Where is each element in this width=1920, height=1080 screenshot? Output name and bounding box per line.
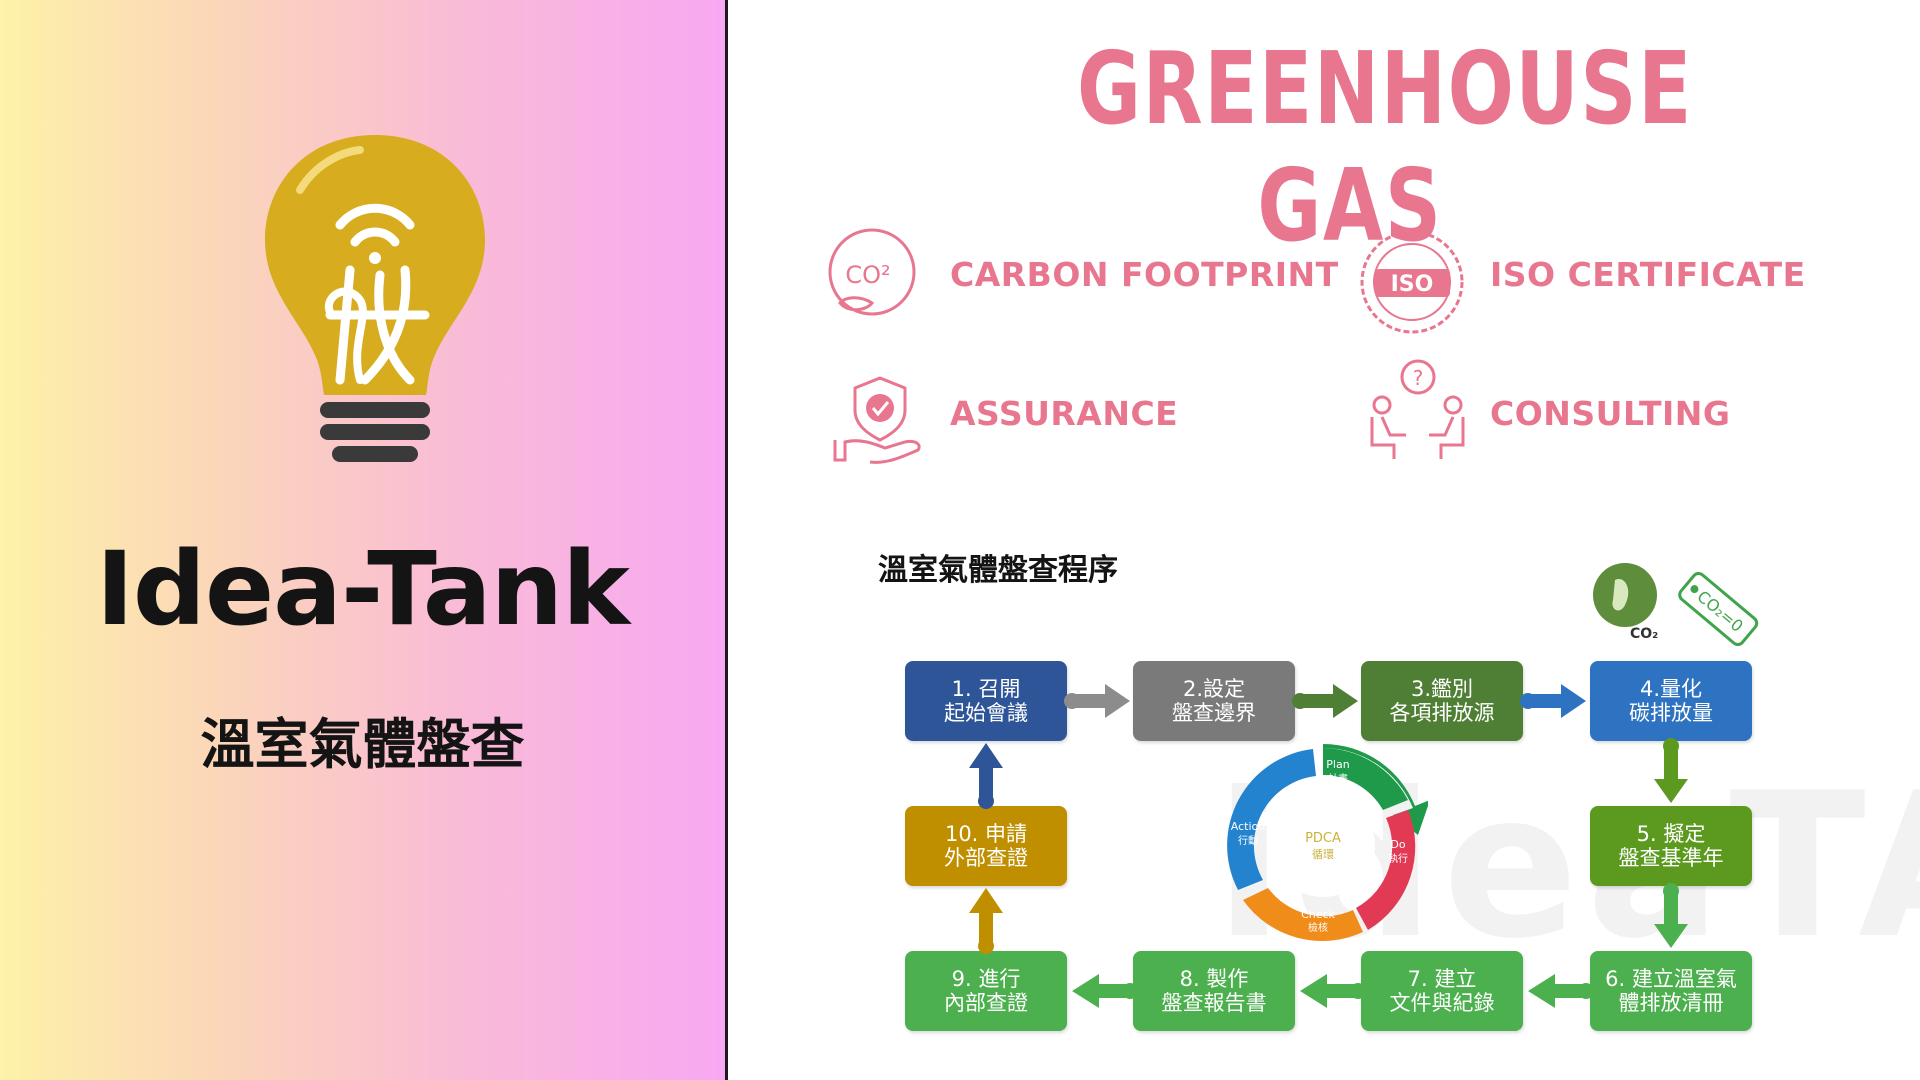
step-5: 5. 擬定盤查基準年	[1590, 806, 1752, 886]
svg-text:?: ?	[1413, 366, 1424, 390]
step-10: 10. 申請外部查證	[905, 806, 1067, 886]
co2-badge-icons: CO₂ CO₂=0	[1593, 563, 1759, 646]
service-iso-certificate: ISO CERTIFICATE	[1490, 255, 1806, 294]
pdca-check-sub: 檢核	[1308, 921, 1328, 934]
service-carbon-footprint: CARBON FOOTPRINT	[950, 255, 1339, 294]
pdca-do-sub: 執行	[1388, 852, 1408, 865]
pdca-check-label: Check	[1301, 908, 1335, 921]
pdca-plan-label: Plan	[1326, 758, 1349, 771]
panel-divider	[725, 0, 728, 1080]
process-title: 溫室氣體盤查程序	[878, 553, 1118, 588]
arrow-3-4	[1520, 684, 1586, 718]
page-title: GREENHOUSE GAS	[1077, 30, 1693, 264]
consulting-people-icon: ?	[1370, 359, 1465, 459]
co2-cloud-icon: CO²	[828, 228, 916, 316]
iso-seal-icon: ISO	[1360, 230, 1464, 334]
step-2: 2.設定盤查邊界	[1133, 661, 1295, 741]
step-3: 3.鑑別各項排放源	[1361, 661, 1523, 741]
step-1: 1. 召開起始會議	[905, 661, 1067, 741]
pdca-do-label: Do	[1390, 838, 1405, 851]
co2-tag-text: CO₂=0	[1693, 587, 1746, 636]
pdca-action-label: Action	[1231, 820, 1265, 833]
pdca-action-sub: 行動	[1238, 834, 1258, 847]
pdca-center-sub: 循環	[1312, 848, 1334, 861]
brand-name: Idea-Tank	[95, 530, 630, 649]
step-9: 9. 進行內部查證	[905, 951, 1067, 1031]
service-assurance: ASSURANCE	[950, 394, 1179, 433]
arrow-8-9	[1072, 974, 1138, 1008]
pdca-center-label: PDCA	[1305, 831, 1341, 846]
pdca-plan-sub: 計畫	[1328, 772, 1348, 785]
brand-subtitle: 溫室氣體盤查	[200, 713, 525, 776]
step-6: 6. 建立溫室氣體排放清冊	[1590, 951, 1752, 1031]
arrow-9-10	[969, 888, 1003, 954]
arrow-2-3	[1292, 684, 1358, 718]
iso-icon-text: ISO	[1391, 272, 1434, 297]
co2-footprint-label: CO₂	[1630, 626, 1658, 642]
step-4: 4.量化碳排放量	[1590, 661, 1752, 741]
shield-hand-icon	[833, 376, 921, 464]
co2-icon-text: CO²	[845, 261, 890, 289]
step-7: 7. 建立文件與紀錄	[1361, 951, 1523, 1031]
arrow-10-1	[969, 743, 1003, 809]
lightbulb-logo-icon	[265, 135, 485, 462]
service-consulting: CONSULTING	[1490, 394, 1731, 433]
step-8: 8. 製作盤查報告書	[1133, 951, 1295, 1031]
arrow-1-2	[1064, 684, 1130, 718]
pdca-cycle-diagram: PDCA 循環 Plan 計畫 Do 執行 Check 檢核 Action 行動	[1227, 743, 1428, 941]
